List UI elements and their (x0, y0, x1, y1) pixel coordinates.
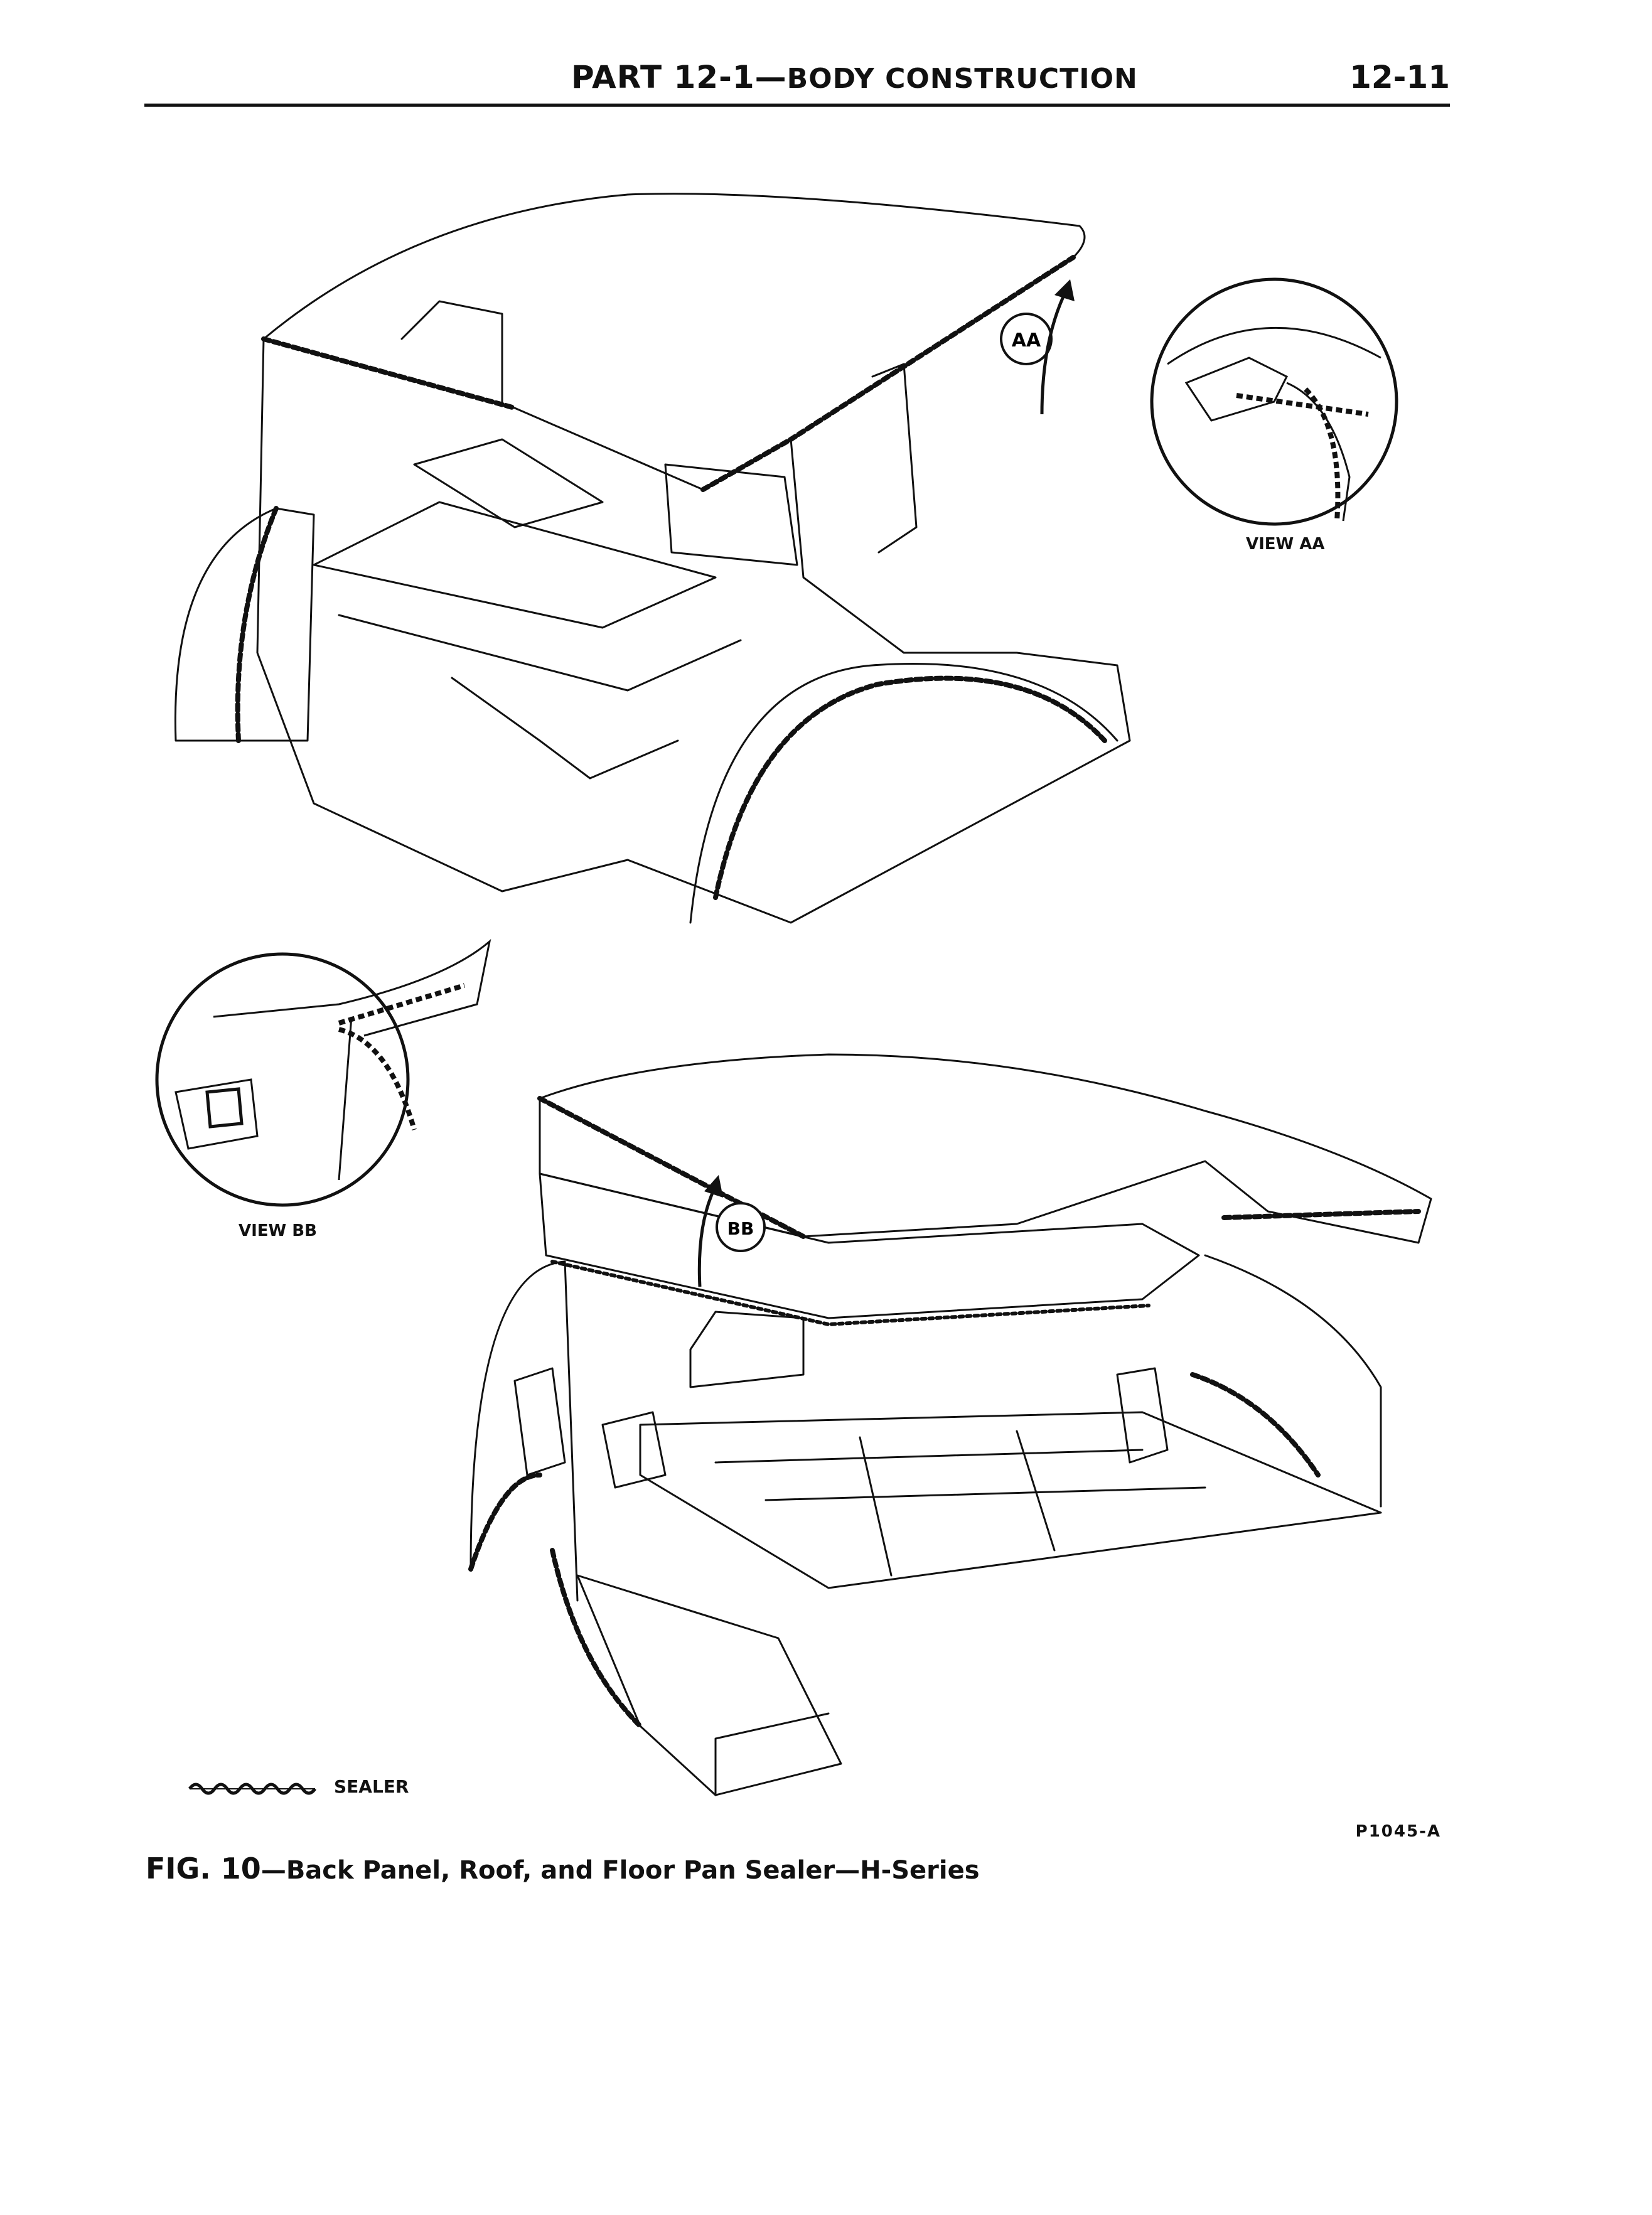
callout-aa-label: AA (1012, 330, 1041, 351)
right-wheel-housing (689, 663, 1118, 924)
callout-aa: AA (1000, 279, 1075, 415)
cab-back-panel (256, 338, 629, 893)
callout-bb: BB (697, 1175, 766, 1287)
header-part: PART 12-1 (571, 59, 755, 95)
page-number: 12-11 (1349, 59, 1450, 95)
header-rule (144, 104, 1450, 107)
upper-cab-illustration: AA (174, 193, 1131, 924)
lower-roof-panel (539, 1053, 1432, 1244)
view-bb-caption: VIEW BB (239, 1221, 317, 1240)
header-section: BODY CONSTRUCTION (786, 63, 1138, 95)
view-aa-detail (1150, 277, 1398, 526)
header-title: PART 12-1—BODY CONSTRUCTION (571, 59, 1138, 95)
drawing-id: P1045-A (1355, 1822, 1441, 1841)
view-bb-detail (155, 939, 491, 1207)
view-aa-caption: VIEW AA (1246, 535, 1325, 554)
lower-back-panel (539, 1172, 1200, 1319)
callout-bb-label: BB (727, 1218, 754, 1239)
legend-label: SEALER (334, 1776, 409, 1797)
header-dash: — (754, 59, 787, 95)
figure-caption: FIG. 10—Back Panel, Roof, and Floor Pan … (146, 1852, 980, 1885)
figure-caption-number: FIG. 10 (146, 1852, 261, 1885)
page-header: PART 12-1—BODY CONSTRUCTION 12-11 (144, 55, 1450, 105)
floor-pan (639, 1411, 1382, 1589)
figure-caption-text: —Back Panel, Roof, and Floor Pan Sealer—… (260, 1856, 980, 1885)
left-wheel-housing (174, 507, 315, 742)
roof-panel (262, 193, 1086, 491)
sealer-symbol (188, 1783, 317, 1795)
lower-cab-illustration: BB (468, 1053, 1432, 1796)
lower-left-wheel-housing (469, 1260, 579, 1602)
